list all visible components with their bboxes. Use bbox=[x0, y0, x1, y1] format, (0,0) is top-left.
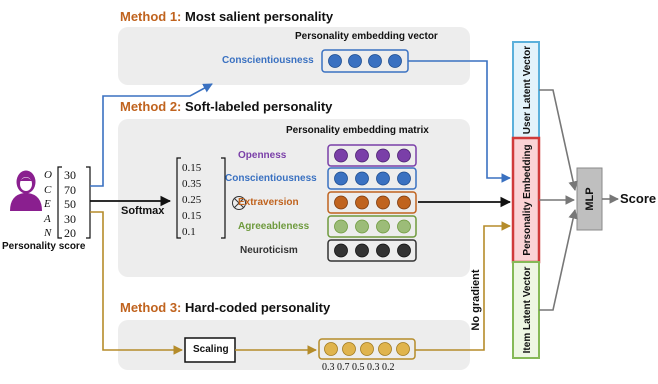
method1-panel bbox=[118, 27, 470, 85]
method2-title: Method 2: Soft-labeled personality bbox=[120, 100, 332, 113]
softmax-bracket bbox=[176, 157, 226, 239]
ocean-scores: 30 70 50 30 20 bbox=[64, 168, 76, 241]
method1-trait-label: Conscientiousness bbox=[222, 55, 314, 66]
trait-openness: Openness bbox=[238, 150, 287, 161]
softmax-label: Softmax bbox=[121, 205, 165, 217]
method1-embedding-dots bbox=[328, 54, 402, 68]
ocean-score: 70 bbox=[64, 182, 76, 197]
ocean-letter: E bbox=[44, 198, 51, 210]
ocean-letter: N bbox=[44, 227, 52, 239]
method3-value: 0.2 bbox=[382, 362, 395, 373]
method3-value: 0.7 bbox=[337, 362, 350, 373]
method1-prefix: Method 1: bbox=[120, 9, 182, 24]
ocean-score: 50 bbox=[64, 197, 76, 211]
trait-conscientiousness: Conscientiousness bbox=[225, 173, 317, 184]
person-icon bbox=[10, 170, 42, 211]
mlp-box bbox=[576, 167, 603, 231]
ocean-letter: A bbox=[44, 212, 51, 225]
method3-prefix: Method 3: bbox=[120, 300, 182, 315]
method3-title: Method 3: Hard-coded personality bbox=[120, 301, 330, 314]
mlp-label: MLP bbox=[584, 187, 596, 210]
method3-value: 0.5 bbox=[352, 362, 365, 373]
user-latent-vector-box bbox=[512, 41, 540, 139]
arrows bbox=[90, 60, 619, 355]
method2-title-text: Soft-labeled personality bbox=[185, 99, 333, 114]
method2-prefix: Method 2: bbox=[120, 99, 182, 114]
score-label: Score bbox=[620, 191, 657, 206]
softmax-value: 0.15 bbox=[182, 210, 202, 222]
scaling-label: Scaling bbox=[193, 344, 229, 355]
method2-embedding-rows bbox=[327, 144, 417, 262]
otimes-icon bbox=[232, 196, 246, 210]
method1-title-text: Most salient personality bbox=[185, 9, 334, 24]
user-latent-vector-label: User Latent Vector bbox=[522, 46, 533, 134]
ocean-bracket bbox=[57, 166, 91, 239]
method1-title: Method 1: Most salient personality bbox=[120, 10, 333, 23]
softmax-value: 0.25 bbox=[182, 194, 202, 206]
personality-embedding-label: Personality Embedding bbox=[522, 144, 533, 255]
ocean-score: 30 bbox=[64, 168, 76, 182]
ocean-score: 20 bbox=[64, 226, 76, 240]
scaling-box bbox=[184, 337, 236, 363]
softmax-value: 0.35 bbox=[182, 178, 202, 190]
method3-title-text: Hard-coded personality bbox=[185, 300, 331, 315]
method3-vector-box bbox=[318, 338, 416, 360]
no-gradient-label: No gradient bbox=[470, 269, 482, 330]
softmax-values: 0.15 0.35 0.25 0.15 0.1 bbox=[182, 160, 201, 240]
ocean-letters: O C E A N bbox=[44, 168, 52, 241]
method1-box-label: Personality embedding vector bbox=[295, 31, 438, 42]
trait-neuroticism: Neuroticism bbox=[240, 245, 298, 256]
method2-box-label: Personality embedding matrix bbox=[286, 125, 429, 136]
personality-score-caption: Personality score bbox=[2, 241, 86, 252]
method3-value: 0.3 bbox=[322, 362, 335, 373]
method3-vector-dots bbox=[324, 342, 410, 356]
item-latent-vector-label: Item Latent Vector bbox=[522, 267, 533, 354]
trait-agreeableness: Agreeableness bbox=[238, 221, 310, 232]
ocean-letter: C bbox=[44, 183, 52, 196]
softmax-value: 0.15 bbox=[182, 162, 202, 174]
ocean-letter: O bbox=[44, 169, 52, 181]
method3-panel bbox=[118, 320, 470, 370]
ocean-score: 30 bbox=[64, 211, 76, 226]
trait-extraversion: Extraversion bbox=[238, 197, 299, 208]
method3-values: 0.3 0.7 0.5 0.3 0.2 bbox=[322, 363, 395, 373]
softmax-value: 0.1 bbox=[182, 226, 196, 238]
method3-value: 0.3 bbox=[367, 362, 380, 373]
